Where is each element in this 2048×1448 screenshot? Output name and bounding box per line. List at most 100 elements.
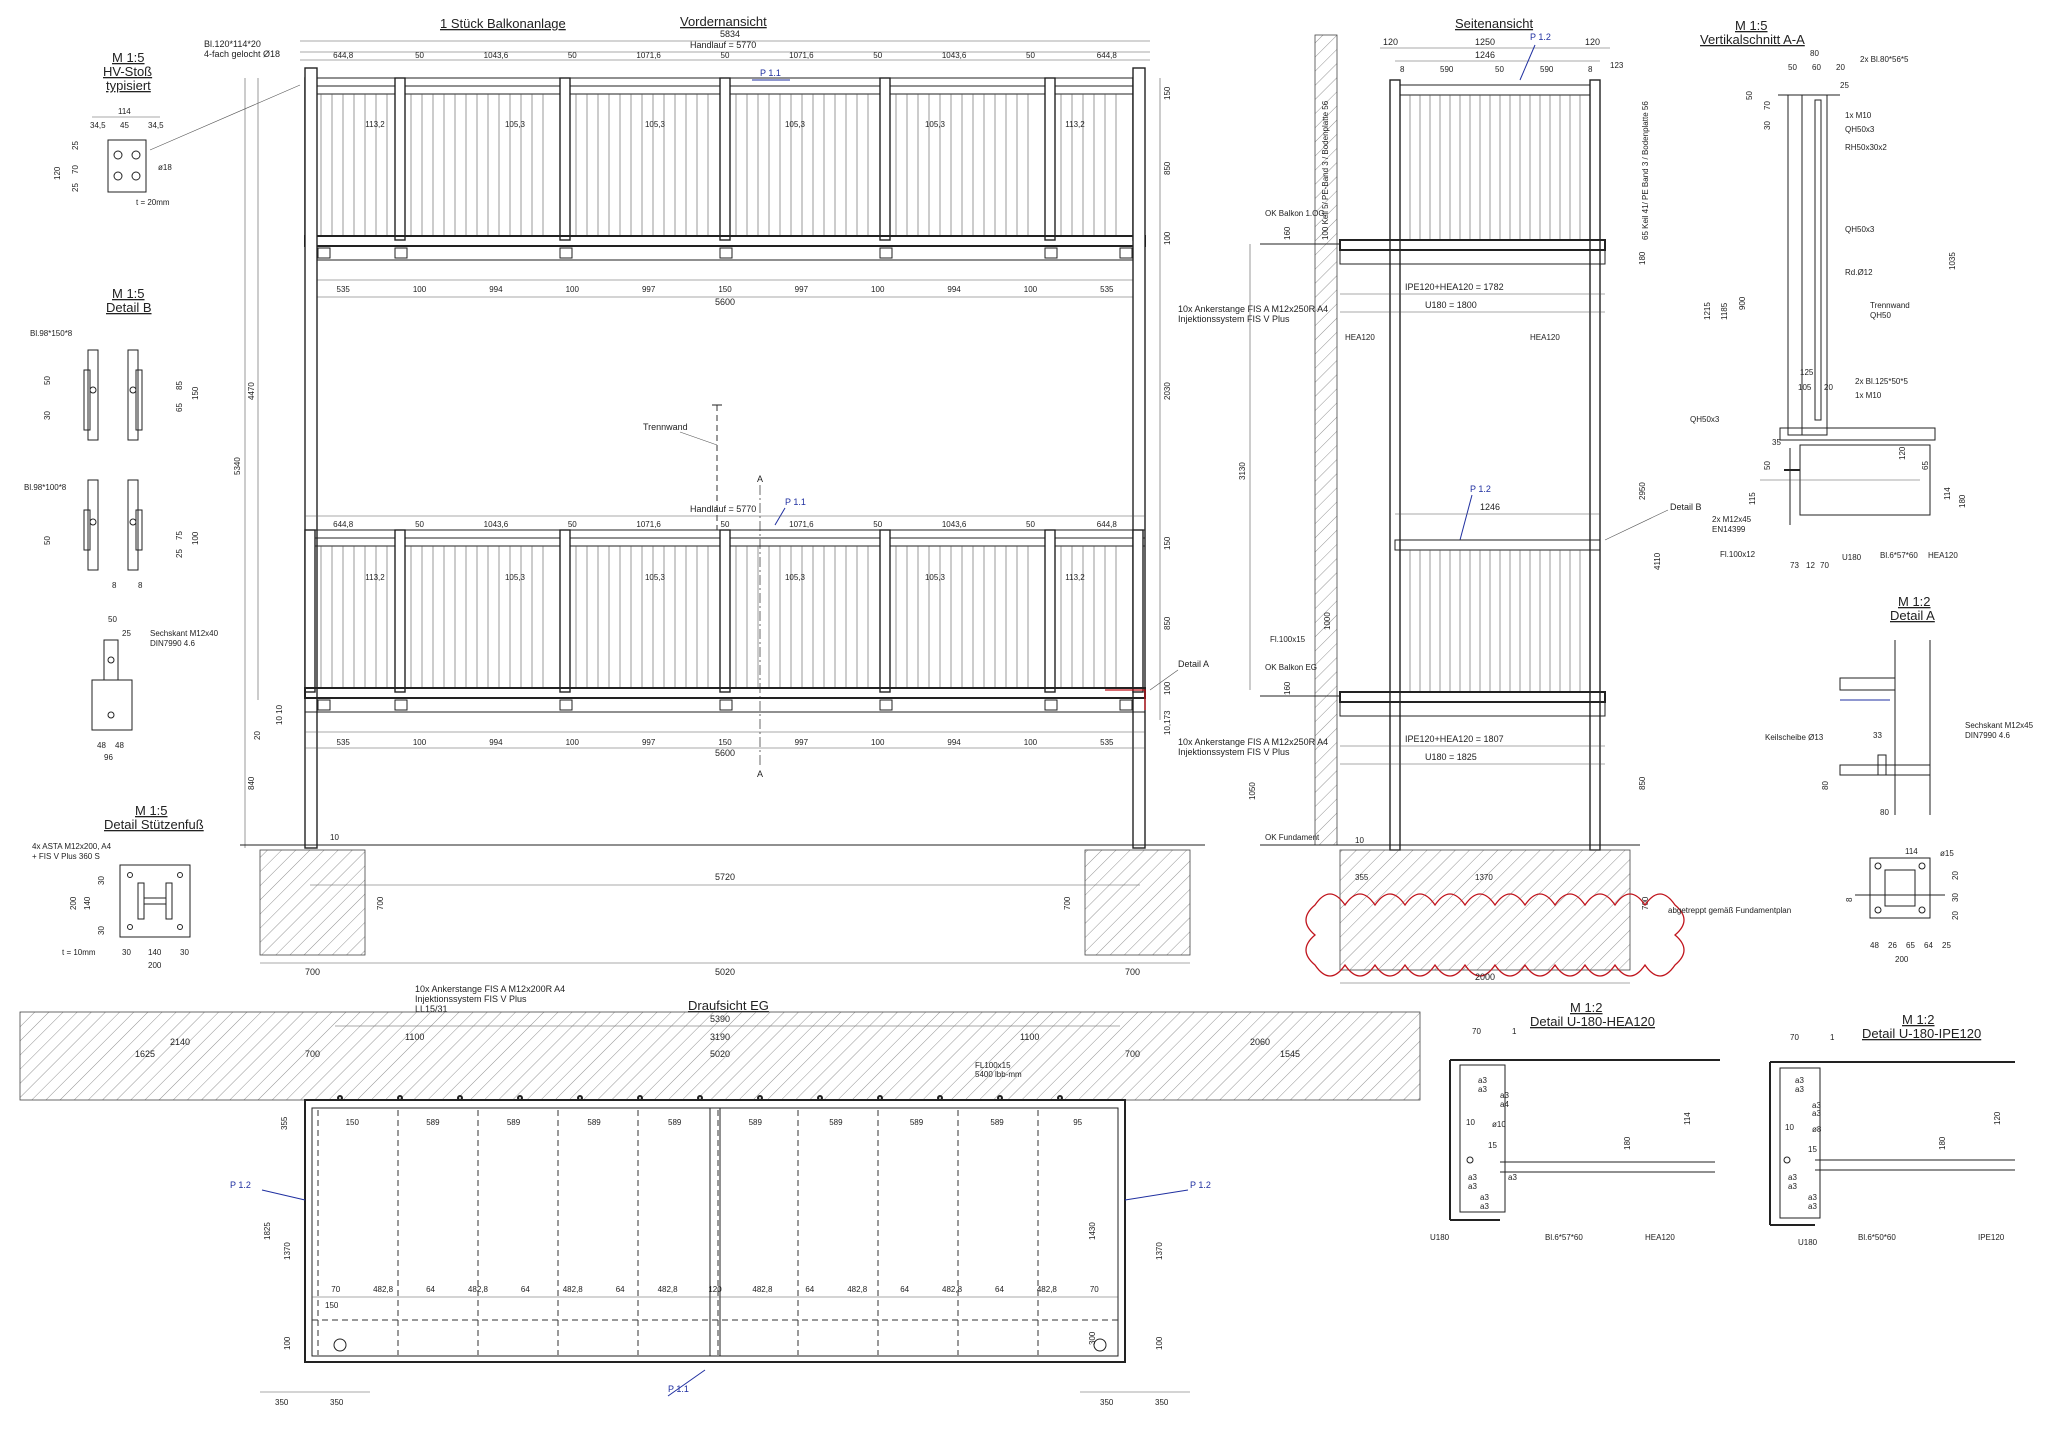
plan-wall-2140: 2140: [170, 1037, 190, 1047]
foot-h140: 140: [148, 948, 162, 957]
vs-plates-mid: 2x Bl.125*50*5: [1855, 377, 1908, 386]
vs-rh: RH50x30x2: [1845, 143, 1887, 152]
plan-wall-1625: 1625: [135, 1049, 155, 1059]
detailU-d70: 70: [1472, 1027, 1481, 1036]
hv-h-120: 120: [53, 166, 62, 180]
front-bottom-dim: 997: [642, 738, 656, 747]
front-bottom-dim: 997: [795, 738, 809, 747]
bolt-d96: 96: [104, 753, 113, 762]
front-right-100: 100: [1163, 231, 1172, 245]
title-draufsicht: Draufsicht EG: [688, 998, 769, 1013]
title-vorderansicht: Vordernansicht: [680, 14, 767, 29]
detailB-d150: 150: [191, 386, 200, 400]
foot-v200: 200: [69, 896, 78, 910]
plan-spacing: 589: [507, 1118, 521, 1127]
front-bay-dim: 1071,6: [789, 51, 814, 60]
foot-h30b: 30: [180, 948, 189, 957]
plan-bottom-350-3: 350: [1100, 1398, 1114, 1407]
hv-subtitle: typisiert: [106, 78, 151, 93]
connection-bracket: [317, 247, 331, 259]
vs-trennwand: Trennwand: [1870, 301, 1910, 310]
vs-u180: U180: [1842, 553, 1862, 562]
front-bottom-dim: 100: [413, 285, 427, 294]
plan-wall-700l: 700: [305, 1049, 320, 1059]
detailU2-bl: Bl.6*50*60: [1858, 1233, 1896, 1242]
side-anchor-note2: Injektionssystem FIS V Plus: [1178, 314, 1290, 324]
plan-bottom-spacing: 64: [426, 1285, 435, 1294]
plan-spacing: 589: [426, 1118, 440, 1127]
front-bay-dim: 1043,6: [942, 520, 967, 529]
front-bay-dim: 644,8: [333, 520, 354, 529]
side-fnd-1370: 1370: [1475, 873, 1493, 882]
front-spacing-label: 113,2: [365, 120, 385, 129]
railing-post: [394, 529, 406, 693]
weld-label: a3: [1480, 1202, 1489, 1211]
plan-bottom-spacing: 482,8: [373, 1285, 394, 1294]
plan-right-100: 100: [1155, 1336, 1164, 1350]
front-bay-dim: 50: [873, 520, 882, 529]
vs-b73: 73: [1790, 561, 1799, 570]
front-foundation-span: 5720: [715, 872, 735, 882]
front-bottom-dim: 994: [947, 285, 961, 294]
detailB-plate1: Bl.98*150*8: [30, 329, 73, 338]
hv-hole: ø18: [158, 163, 172, 172]
foot-v30a: 30: [97, 876, 106, 885]
detailB-d25: 25: [175, 549, 184, 558]
plan-anchor: [397, 1095, 403, 1101]
front-spacing-label: 113,2: [1065, 120, 1085, 129]
front-section-A-bottom: A: [757, 769, 763, 779]
detail-bolt: 50 25 Sechskant M12x40 DIN7990 4.6 48 48…: [91, 615, 219, 762]
vs-qh3: QH50x3: [1690, 415, 1720, 424]
front-bottom-dim: 100: [871, 738, 885, 747]
front-bottom-dim: 535: [1100, 738, 1114, 747]
plan-fl-note2: 5400 lbb-mm: [975, 1070, 1022, 1079]
front-bottom-dim: 100: [566, 738, 580, 747]
side-inner-width: 1246: [1475, 50, 1495, 60]
front-bay-dim: 1071,6: [636, 51, 661, 60]
front-bay-dim: 644,8: [1097, 520, 1118, 529]
plan-spacing: 589: [668, 1118, 682, 1127]
plan-bottom-350-2: 350: [330, 1398, 344, 1407]
weld-label: a3: [1480, 1193, 1489, 1202]
vs-d120: 120: [1898, 446, 1907, 460]
plan-anchor: [697, 1095, 703, 1101]
front-bay-dim: 50: [568, 520, 577, 529]
vs-l50: 50: [1745, 91, 1754, 100]
vs-b12: 12: [1806, 561, 1815, 570]
side-height-160: 160: [1283, 226, 1292, 240]
detailA-p48: 48: [1870, 941, 1879, 950]
plan-spacing: 150: [346, 1118, 360, 1127]
front-right-150b: 150: [1163, 536, 1172, 550]
foot-plate: [119, 864, 191, 938]
detail-u180-ipe120: M 1:2 Detail U-180-IPE120 70 1 a3a3a3a3a…: [1769, 1012, 2015, 1247]
railing-post: [1044, 529, 1056, 693]
side-sub-50: 50: [1495, 65, 1504, 74]
plan-anchor: [457, 1095, 463, 1101]
side-keil-right: 65 Keil 41/ PE Band 3 / Bodenplatte 56: [1641, 101, 1650, 240]
plan-bottom-spacing: 482,8: [752, 1285, 773, 1294]
vs-bl: Bl.6*57*60: [1880, 551, 1918, 560]
connection-bracket: [1044, 247, 1058, 259]
vs-r65: 65: [1921, 461, 1930, 470]
side-eg-label: OK Balkon EG: [1265, 663, 1317, 672]
weld-label: a3: [1808, 1202, 1817, 1211]
plan-anchor: [1057, 1095, 1063, 1101]
vs-l1185: 1185: [1720, 302, 1729, 320]
side-beam-upper: IPE120+HEA120 = 1782: [1405, 282, 1504, 292]
detailB-d85: 85: [175, 381, 184, 390]
plan-bottom-spacing: 482,8: [1037, 1285, 1058, 1294]
foot-thickness: t = 10mm: [62, 948, 96, 957]
bolt-label: Sechskant M12x40: [150, 629, 219, 638]
detailU2-d15: 15: [1808, 1145, 1817, 1154]
side-fl-label: Fl.100x15: [1270, 635, 1306, 644]
detailB-d50: 50: [43, 376, 52, 385]
front-bottom-dim: 535: [337, 738, 351, 747]
side-lower-bars: [1409, 550, 1581, 692]
detailA-p114: 114: [1905, 847, 1918, 856]
vs-m12: 2x M12x45: [1712, 515, 1752, 524]
side-top-120-r: 120: [1585, 37, 1600, 47]
vs-trennwand2: QH50: [1870, 311, 1891, 320]
bolt-d48b: 48: [115, 741, 124, 750]
vs-m12b: EN14399: [1712, 525, 1746, 534]
